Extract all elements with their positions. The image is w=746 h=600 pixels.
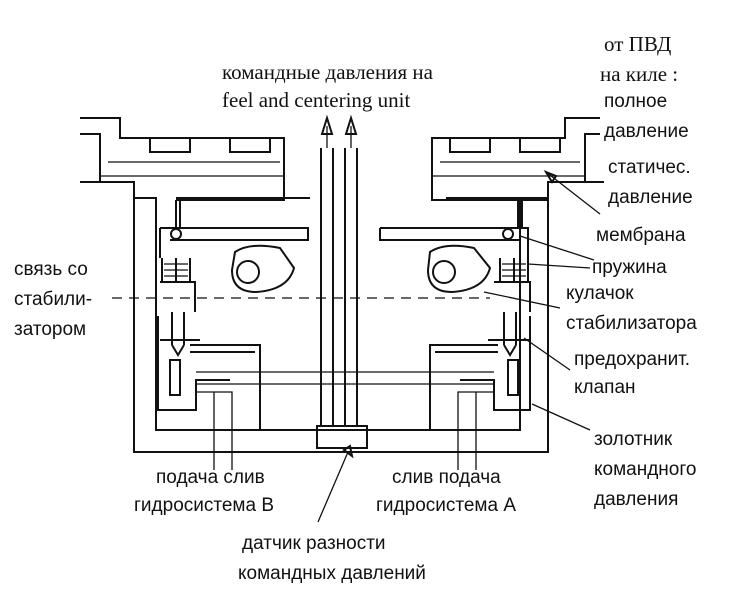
outer-housing	[133, 197, 549, 453]
label-drain-supply-a-2: гидросистема А	[376, 495, 517, 516]
label-pvd: от ПВД	[604, 32, 672, 56]
label-supply-drain-b-2: гидросистема В	[134, 495, 275, 516]
left-mechanism	[157, 200, 309, 470]
left-pressure-chamber	[80, 117, 285, 201]
label-on-keel: на киле :	[600, 62, 679, 86]
right-pressure-chamber	[431, 117, 604, 201]
label-stabilizer-link-3: затором	[14, 319, 87, 340]
label-membrane: мембрана	[596, 225, 686, 246]
label-sensor-2: командных давлений	[238, 563, 426, 584]
right-mechanism	[379, 200, 531, 470]
label-safety-valve-1: предохранит.	[574, 349, 691, 370]
label-cam-2: стабилизатора	[566, 313, 697, 334]
label-supply-drain-b-1: подача слив	[156, 467, 265, 488]
label-spool-2: командного	[594, 459, 697, 480]
cross-channel	[196, 371, 494, 385]
label-feel-centering-unit: feel and centering unit	[222, 88, 411, 112]
label-stabilizer-link-2: стабили-	[14, 289, 93, 310]
label-spring: пружина	[592, 257, 667, 278]
label-spool-3: давления	[594, 489, 679, 510]
label-drain-supply-a-1: слив подача	[392, 467, 501, 488]
label-static-pressure-2: давление	[608, 187, 693, 208]
label-static-pressure-1: статичес.	[608, 157, 691, 178]
label-command-pressures: командные давления на	[222, 60, 433, 84]
label-sensor-1: датчик разности	[242, 533, 386, 554]
label-safety-valve-2: клапан	[574, 377, 636, 398]
leader-lines	[317, 169, 601, 523]
central-channel	[316, 114, 368, 449]
label-stabilizer-link-1: связь со	[14, 259, 88, 280]
label-spool-1: золотник	[594, 429, 673, 450]
label-cam-1: кулачок	[566, 283, 634, 304]
label-full-pressure-2: давление	[604, 121, 689, 142]
label-full-pressure-1: полное	[604, 91, 668, 112]
